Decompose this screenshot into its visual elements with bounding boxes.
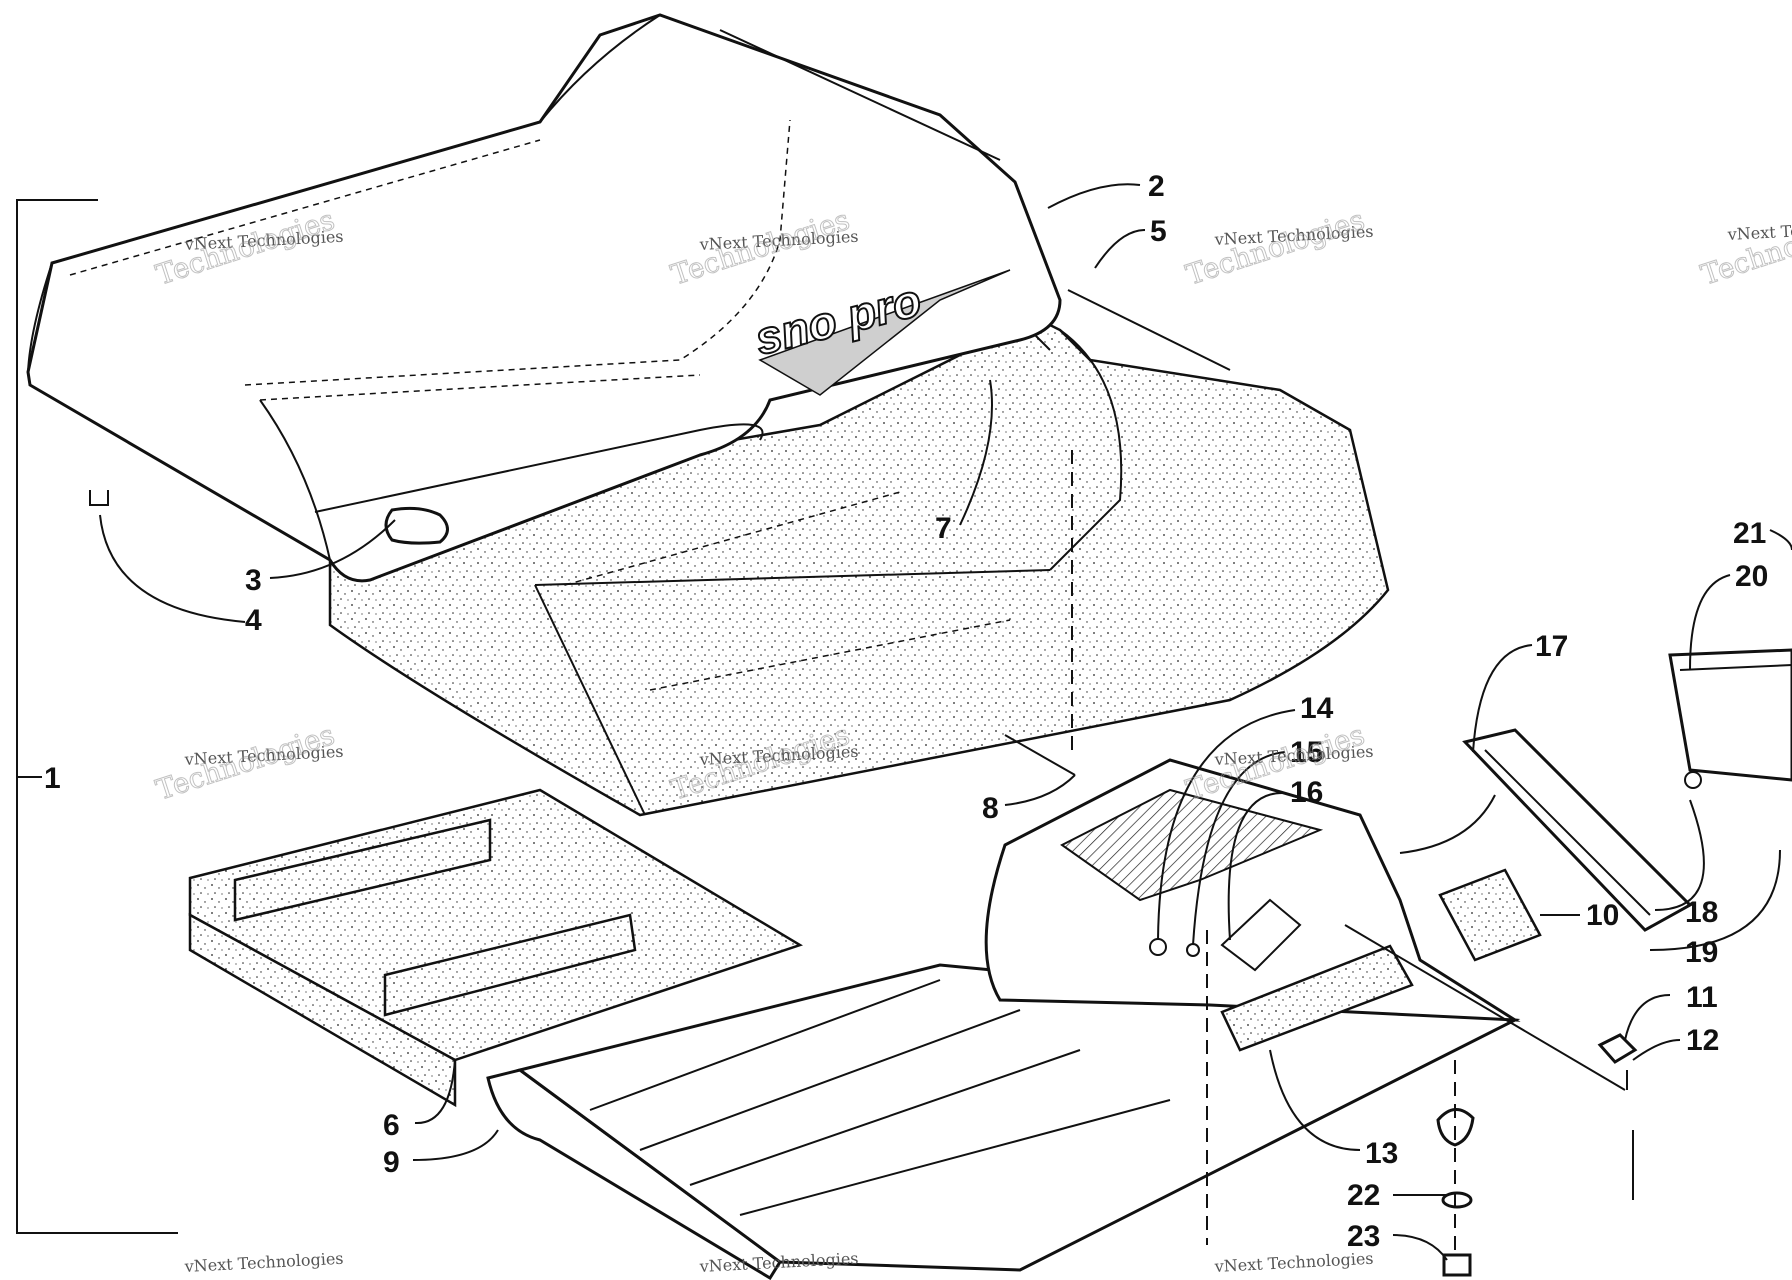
callout-11: 11 bbox=[1686, 981, 1718, 1014]
foam-block bbox=[1438, 868, 1542, 962]
watermark-large: Technologies bbox=[1182, 203, 1368, 292]
foam-pad bbox=[188, 788, 803, 1108]
callout-3: 3 bbox=[245, 564, 262, 597]
callout-5: 5 bbox=[1150, 215, 1167, 248]
seat-base bbox=[328, 298, 1390, 817]
watermark-small: vNext Technologies bbox=[1213, 1249, 1374, 1276]
callout-2: 2 bbox=[1148, 170, 1165, 203]
leader-lines bbox=[99, 183, 1792, 1261]
callout-6: 6 bbox=[383, 1109, 400, 1142]
assembly-lines bbox=[1004, 450, 1626, 1255]
watermark-large: Technologies bbox=[1697, 203, 1792, 292]
callout-20: 20 bbox=[1735, 560, 1768, 593]
tail-housing bbox=[984, 758, 1521, 1052]
callout-1: 1 bbox=[44, 762, 61, 795]
watermark-small: vNext Technologies bbox=[183, 1249, 344, 1276]
callout-labels: 1 2 3 4 5 6 7 8 9 10 11 12 13 14 15 16 1… bbox=[44, 170, 1768, 1253]
callout-4: 4 bbox=[245, 604, 262, 637]
watermark-small: vNext Technologies bbox=[698, 1249, 859, 1276]
callout-21: 21 bbox=[1733, 517, 1766, 550]
callout-23: 23 bbox=[1347, 1220, 1380, 1253]
taillight-lens bbox=[1668, 648, 1792, 782]
callout-10: 10 bbox=[1586, 899, 1619, 932]
callout-14: 14 bbox=[1300, 692, 1334, 725]
callout-9: 9 bbox=[383, 1146, 400, 1179]
callout-15: 15 bbox=[1290, 736, 1323, 769]
seat-cover: sno pro bbox=[26, 13, 1231, 583]
screw-hardware bbox=[1597, 1033, 1638, 1200]
callout-22: 22 bbox=[1347, 1179, 1380, 1212]
callout-7: 7 bbox=[935, 512, 952, 545]
clip-4 bbox=[89, 490, 109, 506]
callout-12: 12 bbox=[1686, 1024, 1719, 1057]
callout-16: 16 bbox=[1290, 776, 1323, 809]
callout-18: 18 bbox=[1685, 896, 1718, 929]
callout-13: 13 bbox=[1365, 1137, 1398, 1170]
callout-17: 17 bbox=[1535, 630, 1568, 663]
bulb bbox=[1684, 771, 1702, 789]
callout-8: 8 bbox=[982, 792, 999, 825]
taillight-housing bbox=[1399, 728, 1693, 932]
callout-19: 19 bbox=[1685, 936, 1718, 969]
assembly-bracket bbox=[16, 199, 178, 1234]
